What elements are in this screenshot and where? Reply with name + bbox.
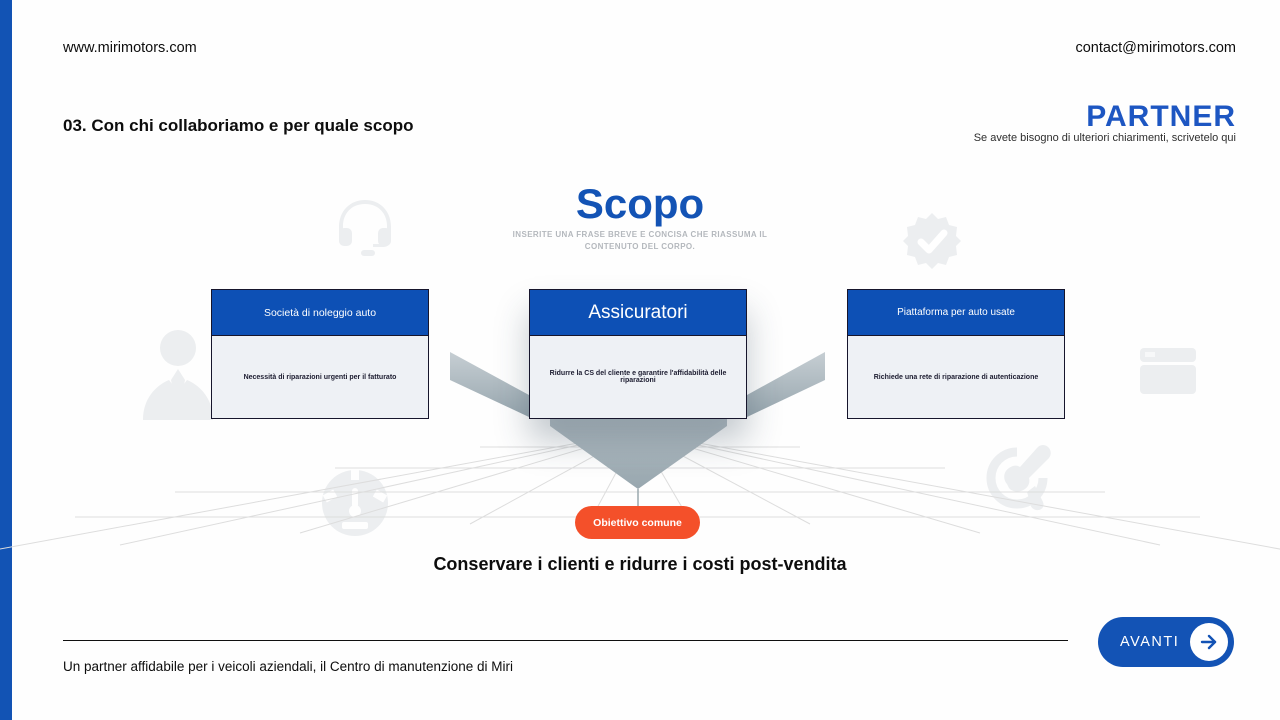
- partner-card-insurers: Assicuratori Ridurre la CS del cliente e…: [529, 289, 747, 419]
- objective-pill: Obiettivo comune: [575, 506, 700, 539]
- contact-email: contact@mirimotors.com: [1075, 40, 1236, 56]
- accent-side-bar: [0, 0, 12, 720]
- person-icon: [133, 322, 223, 420]
- arrow-right-icon: [1190, 623, 1228, 661]
- card-title: Assicuratori: [530, 290, 746, 336]
- headset-icon: [335, 200, 395, 262]
- card-body-text: Necessità di riparazioni urgenti per il …: [243, 373, 397, 381]
- credit-card-icon: [1140, 348, 1196, 394]
- page-title: Scopo: [575, 180, 705, 227]
- partner-card-rental: Società di noleggio auto Necessità di ri…: [211, 289, 429, 419]
- footer-note: Un partner affidabile per i veicoli azie…: [63, 659, 513, 674]
- partner-heading: PARTNER: [1086, 100, 1236, 133]
- badge-check-icon: [903, 212, 961, 270]
- card-title: Piattaforma per auto usate: [848, 290, 1064, 336]
- section-title: 03. Con chi collaboriamo e per quale sco…: [63, 116, 414, 135]
- card-body-text: Richiede una rete di riparazione di aute…: [873, 373, 1039, 381]
- footer-divider: [63, 640, 1068, 641]
- page-subtitle: INSERITE UNA FRASE BREVE E CONCISA CHE R…: [512, 230, 768, 252]
- next-button-label: AVANTI: [1120, 634, 1180, 650]
- partner-block: PARTNER Se avete bisogno di ulteriori ch…: [973, 100, 1236, 145]
- objective-statement: Conservare i clienti e ridurre i costi p…: [433, 554, 847, 574]
- partner-card-used-cars: Piattaforma per auto usate Richiede una …: [847, 289, 1065, 419]
- card-body-text: Ridurre la CS del cliente e garantire l'…: [549, 370, 727, 384]
- partner-note: Se avete bisogno di ulteriori chiariment…: [973, 132, 1236, 144]
- next-button[interactable]: AVANTI: [1098, 617, 1234, 667]
- website-url: www.mirimotors.com: [63, 40, 197, 56]
- card-title: Società di noleggio auto: [212, 290, 428, 336]
